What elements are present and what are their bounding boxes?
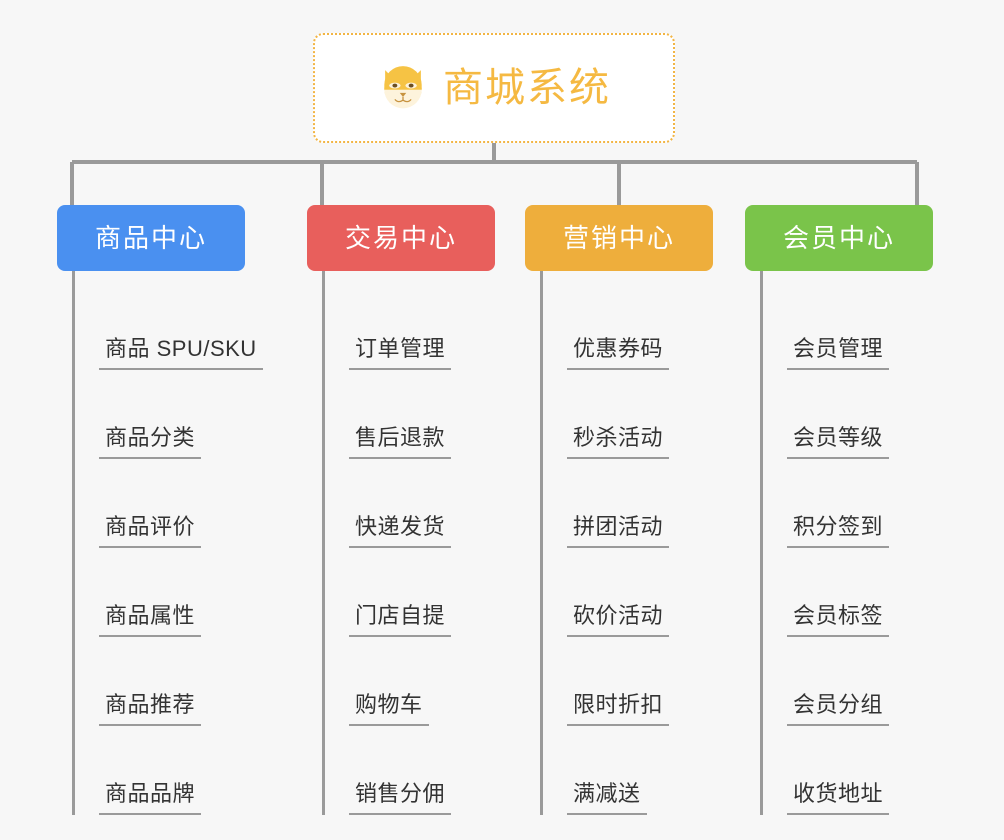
category-column-0: 商品中心 商品 SPU/SKU 商品分类 商品评价 商品属性 商品推荐 商品品牌 xyxy=(57,205,263,815)
leaf-label: 商品推荐 xyxy=(99,692,202,726)
leaf-label: 满减送 xyxy=(567,781,647,815)
leaf-spine xyxy=(322,271,325,815)
shiba-dog-face-icon xyxy=(384,66,422,109)
leaf-label: 积分签到 xyxy=(787,514,890,548)
leaf-label: 秒杀活动 xyxy=(567,425,670,459)
category-header-label: 商品中心 xyxy=(94,223,207,253)
leaf-item[interactable]: 商品品牌 xyxy=(73,726,245,815)
leaf-label: 商品分类 xyxy=(99,425,202,459)
leaf-label: 门店自提 xyxy=(349,603,452,637)
leaf-spine xyxy=(760,271,763,815)
leaf-label: 商品 SPU/SKU xyxy=(99,336,263,370)
leaf-label: 快递发货 xyxy=(349,514,452,548)
leaf-label: 会员标签 xyxy=(787,603,890,637)
leaf-label: 优惠券码 xyxy=(567,336,670,370)
category-header-0[interactable]: 商品中心 xyxy=(57,205,245,271)
category-header-1[interactable]: 交易中心 xyxy=(307,205,495,271)
category-header-label: 营销中心 xyxy=(562,223,675,253)
leaf-list-1: 订单管理 售后退款 快递发货 门店自提 购物车 销售分佣 xyxy=(307,271,495,815)
leaf-item[interactable]: 砍价活动 xyxy=(541,548,713,637)
leaf-label: 商品评价 xyxy=(99,514,202,548)
leaf-label: 拼团活动 xyxy=(567,514,670,548)
leaf-label: 会员等级 xyxy=(787,425,890,459)
leaf-label: 销售分佣 xyxy=(349,781,452,815)
leaf-item[interactable]: 门店自提 xyxy=(323,548,495,637)
leaf-label: 砍价活动 xyxy=(567,603,670,637)
category-header-label: 会员中心 xyxy=(782,223,895,253)
leaf-item[interactable]: 限时折扣 xyxy=(541,637,713,726)
category-column-1: 交易中心 订单管理 售后退款 快递发货 门店自提 购物车 销售分佣 xyxy=(307,205,495,815)
leaf-item[interactable]: 商品推荐 xyxy=(73,637,245,726)
leaf-item[interactable]: 售后退款 xyxy=(323,370,495,459)
leaf-spine xyxy=(540,271,543,815)
leaf-item[interactable]: 会员分组 xyxy=(761,637,933,726)
root-node[interactable]: 商城系统 xyxy=(313,33,675,143)
leaf-item[interactable]: 满减送 xyxy=(541,726,713,815)
leaf-label: 订单管理 xyxy=(349,336,452,370)
leaf-label: 商品品牌 xyxy=(99,781,202,815)
leaf-item[interactable]: 优惠券码 xyxy=(541,281,713,370)
leaf-label: 购物车 xyxy=(349,692,429,726)
leaf-item[interactable]: 商品评价 xyxy=(73,459,245,548)
leaf-label: 限时折扣 xyxy=(567,692,670,726)
leaf-label: 收货地址 xyxy=(787,781,890,815)
leaf-list-3: 会员管理 会员等级 积分签到 会员标签 会员分组 收货地址 xyxy=(745,271,933,815)
leaf-item[interactable]: 会员等级 xyxy=(761,370,933,459)
root-title: 商城系统 xyxy=(443,66,611,110)
leaf-item[interactable]: 积分签到 xyxy=(761,459,933,548)
leaf-item[interactable]: 秒杀活动 xyxy=(541,370,713,459)
leaf-item[interactable]: 商品分类 xyxy=(73,370,245,459)
leaf-item[interactable]: 会员管理 xyxy=(761,281,933,370)
leaf-item[interactable]: 快递发货 xyxy=(323,459,495,548)
category-header-3[interactable]: 会员中心 xyxy=(745,205,933,271)
leaf-item[interactable]: 订单管理 xyxy=(323,281,495,370)
leaf-item[interactable]: 购物车 xyxy=(323,637,495,726)
leaf-spine xyxy=(72,271,75,815)
leaf-label: 售后退款 xyxy=(349,425,452,459)
category-header-2[interactable]: 营销中心 xyxy=(525,205,713,271)
leaf-list-2: 优惠券码 秒杀活动 拼团活动 砍价活动 限时折扣 满减送 xyxy=(525,271,713,815)
leaf-item[interactable]: 拼团活动 xyxy=(541,459,713,548)
category-header-label: 交易中心 xyxy=(344,223,457,253)
leaf-item[interactable]: 商品 SPU/SKU xyxy=(73,281,263,370)
leaf-item[interactable]: 会员标签 xyxy=(761,548,933,637)
leaf-label: 商品属性 xyxy=(99,603,202,637)
category-column-2: 营销中心 优惠券码 秒杀活动 拼团活动 砍价活动 限时折扣 满减送 xyxy=(525,205,713,815)
leaf-list-0: 商品 SPU/SKU 商品分类 商品评价 商品属性 商品推荐 商品品牌 xyxy=(57,271,263,815)
leaf-item[interactable]: 收货地址 xyxy=(761,726,933,815)
leaf-label: 会员分组 xyxy=(787,692,890,726)
leaf-item[interactable]: 销售分佣 xyxy=(323,726,495,815)
leaf-item[interactable]: 商品属性 xyxy=(73,548,245,637)
leaf-label: 会员管理 xyxy=(787,336,890,370)
category-column-3: 会员中心 会员管理 会员等级 积分签到 会员标签 会员分组 收货地址 xyxy=(745,205,933,815)
